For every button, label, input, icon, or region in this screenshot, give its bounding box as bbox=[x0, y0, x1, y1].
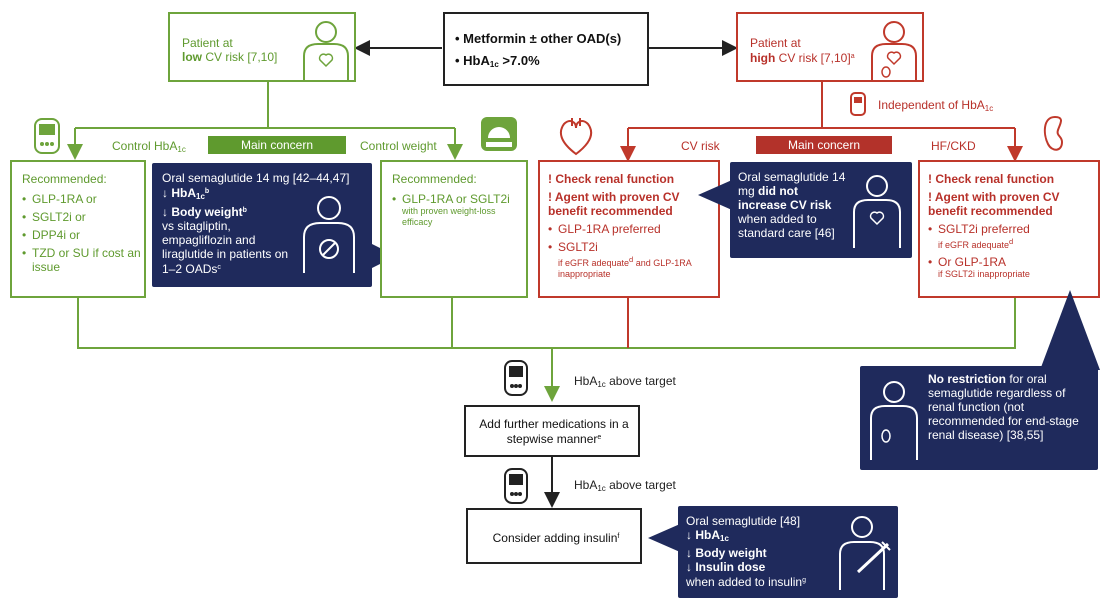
recommended-title: Recommended: bbox=[392, 172, 477, 186]
callout-pointer bbox=[698, 180, 732, 210]
cv-risk-box: ! Check renal function ! Agent with prov… bbox=[538, 160, 720, 298]
hf-ckd-label: HF/CKD bbox=[928, 139, 979, 153]
list-item: GLP-1RA preferred bbox=[548, 222, 718, 236]
glucose-meter-icon bbox=[504, 468, 528, 504]
list-item: DPP4i or bbox=[22, 228, 142, 242]
list-item: SGLT2i or bbox=[22, 210, 142, 224]
glucose-meter-icon bbox=[850, 92, 866, 116]
recommended-list: GLP-1RA or SGLT2i or DPP4i or TZD or SU … bbox=[22, 192, 142, 274]
heart-icon bbox=[559, 118, 593, 156]
recommended-title: Recommended: bbox=[22, 172, 107, 186]
above-target-label: HbA1c above target bbox=[574, 478, 676, 493]
check-renal-text: ! Check renal function bbox=[928, 172, 1055, 186]
list-item: TZD or SU if cost an issue bbox=[22, 246, 142, 274]
torso-heart-icon bbox=[303, 21, 349, 80]
semaglutide-cv-safety-box: Oral semaglutide 14 mg did not increase … bbox=[730, 162, 912, 258]
agent-proven-text: ! Agent with proven CV benefit recommend… bbox=[548, 190, 680, 218]
control-hba1c-label: Control HbA1c bbox=[109, 139, 189, 157]
metformin-line: Metformin ± other OAD(s) bbox=[463, 31, 622, 46]
list-item: GLP-1RA or bbox=[22, 192, 142, 206]
semaglutide-efficacy-box: Oral semaglutide 14 mg [42–44,47] ↓ HbA1… bbox=[152, 163, 372, 287]
torso-injection-icon bbox=[839, 516, 891, 590]
kidney-icon bbox=[1043, 115, 1064, 151]
hf-ckd-box: ! Check renal function ! Agent with prov… bbox=[918, 160, 1100, 298]
callout-pointer bbox=[1040, 290, 1100, 370]
low-risk-bold: low bbox=[182, 50, 202, 64]
scale-icon bbox=[481, 117, 517, 151]
control-weight-label: Control weight bbox=[357, 139, 440, 153]
high-risk-bold: high bbox=[750, 51, 776, 65]
recommended-left-box: Recommended: GLP-1RA or SGLT2i or DPP4i … bbox=[10, 160, 146, 298]
torso-kidney-icon bbox=[870, 381, 918, 460]
above-target-label: HbA1c above target bbox=[574, 374, 676, 389]
torso-no-weight-icon bbox=[303, 196, 355, 273]
torso-heart-icon bbox=[853, 175, 901, 248]
callout-pointer bbox=[648, 524, 680, 552]
independent-label: Independent of HbA1c bbox=[878, 98, 994, 113]
main-concern-red: Main concern bbox=[756, 136, 892, 154]
glucose-meter-icon bbox=[34, 118, 60, 154]
high-cv-risk-box: Patient at high CV risk [7,10]a bbox=[736, 12, 924, 82]
high-risk-line1: Patient at bbox=[750, 36, 801, 50]
semaglutide-renal-box: No restriction for oral semaglutide rega… bbox=[860, 366, 1098, 470]
hba1c-label: HbA bbox=[463, 53, 490, 68]
glucose-meter-icon bbox=[504, 360, 528, 396]
consider-insulin-box: Consider adding insulinf bbox=[466, 508, 642, 564]
semaglutide-title: Oral semaglutide 14 mg [42–44,47] bbox=[162, 171, 350, 185]
cv-risk-label: CV risk bbox=[678, 139, 723, 153]
check-renal-text: ! Check renal function bbox=[548, 172, 675, 186]
torso-heart-kidney-icon bbox=[871, 21, 917, 80]
agent-proven-text: ! Agent with proven CV benefit recommend… bbox=[928, 190, 1060, 218]
low-cv-risk-box: Patient at low CV risk [7,10] bbox=[168, 12, 356, 82]
starting-therapy-box: • Metformin ± other OAD(s) • HbA1c >7.0% bbox=[443, 12, 649, 86]
low-risk-line1: Patient at bbox=[182, 36, 233, 50]
main-concern-green: Main concern bbox=[208, 136, 346, 154]
add-further-medications-box: Add further medications in a stepwise ma… bbox=[464, 405, 640, 457]
semaglutide-insulin-box: Oral semaglutide [48] ↓ HbA1c ↓ Body wei… bbox=[678, 506, 898, 598]
